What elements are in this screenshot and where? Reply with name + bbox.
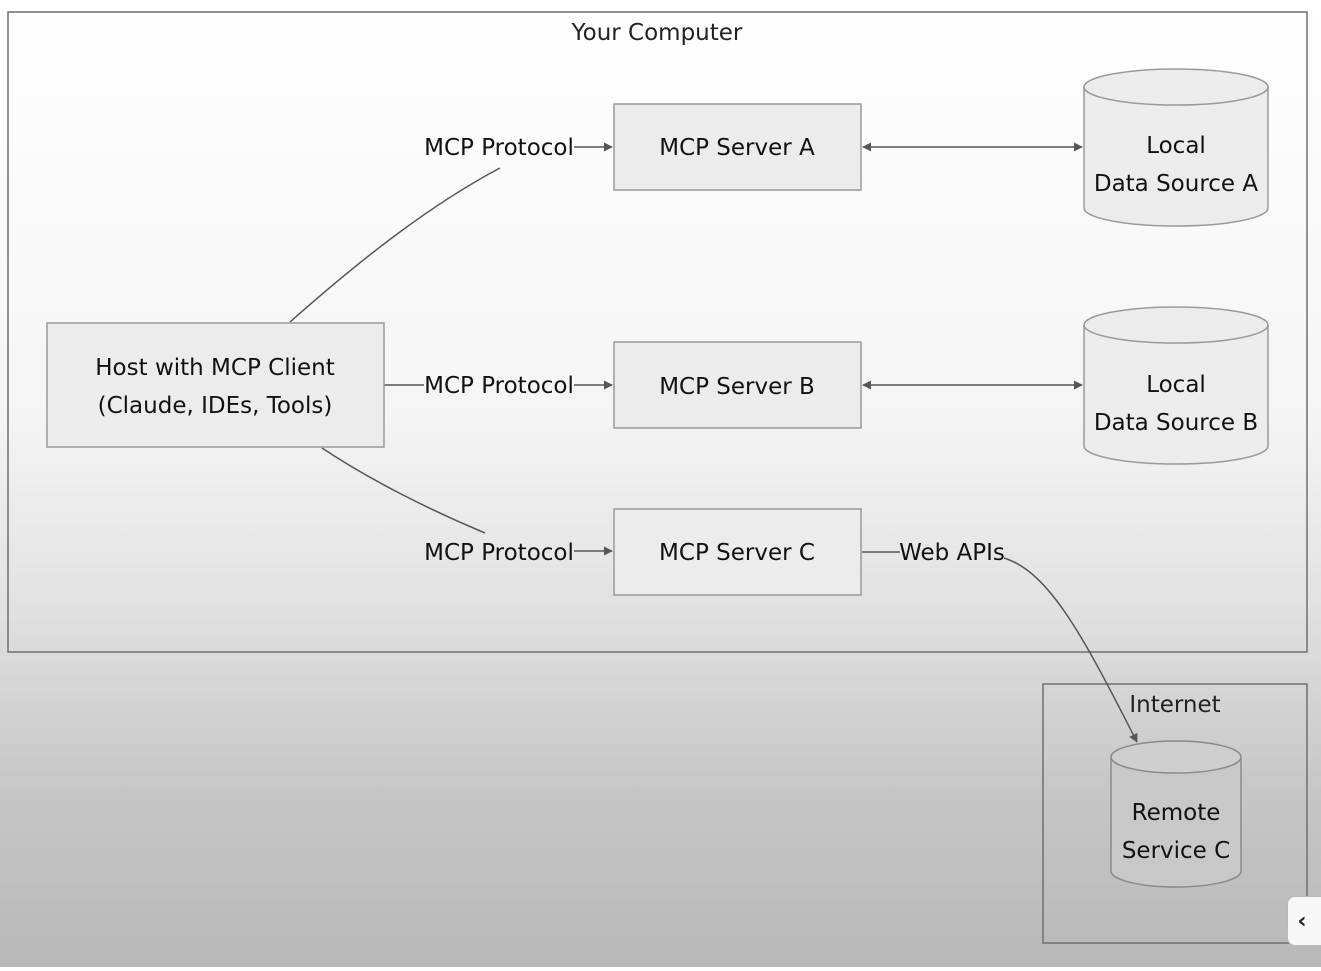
edge-label-host-to-b: MCP Protocol [424,373,574,399]
node-server-b-label: MCP Server B [659,374,815,400]
edge-host-to-server-c-curve [321,447,486,534]
node-data-source-b[interactable]: Local Data Source B [1083,306,1269,465]
node-data-source-a-line-1: Local [1146,133,1206,159]
edge-label-web-apis: Web APIs [899,540,1005,566]
edge-label-host-to-c: MCP Protocol [424,540,574,566]
group-internet: Internet [1042,683,1308,944]
node-remote-service-c[interactable]: Remote Service C [1110,740,1242,888]
edge-server-c-to-remote [1003,557,1138,743]
collapse-panel-button[interactable]: ‹ [1287,896,1321,946]
node-data-source-a-line-2: Data Source A [1094,171,1259,197]
node-remote-service-c-line-1: Remote [1132,800,1221,826]
chevron-left-icon: ‹ [1297,908,1307,934]
node-server-a-label: MCP Server A [659,135,815,161]
edge-host-to-server-a-curve [289,167,501,323]
edges [289,142,1138,743]
node-host-line-2: (Claude, IDEs, Tools) [98,393,333,419]
node-remote-service-c-line-2: Service C [1122,838,1230,864]
node-data-source-b-line-1: Local [1146,372,1206,398]
edge-label-host-to-a: MCP Protocol [424,135,574,161]
node-data-source-a[interactable]: Local Data Source A [1083,68,1269,227]
node-data-source-b-line-2: Data Source B [1094,410,1258,436]
group-internet-title: Internet [1129,692,1220,718]
node-server-c[interactable]: MCP Server C [613,508,862,596]
group-your-computer: Your Computer [7,11,1308,653]
node-host[interactable]: Host with MCP Client (Claude, IDEs, Tool… [46,322,385,448]
node-server-a[interactable]: MCP Server A [613,103,862,191]
group-your-computer-title: Your Computer [571,20,743,46]
node-host-line-1: Host with MCP Client [95,355,334,381]
node-server-c-label: MCP Server C [659,540,815,566]
node-server-b[interactable]: MCP Server B [613,341,862,429]
